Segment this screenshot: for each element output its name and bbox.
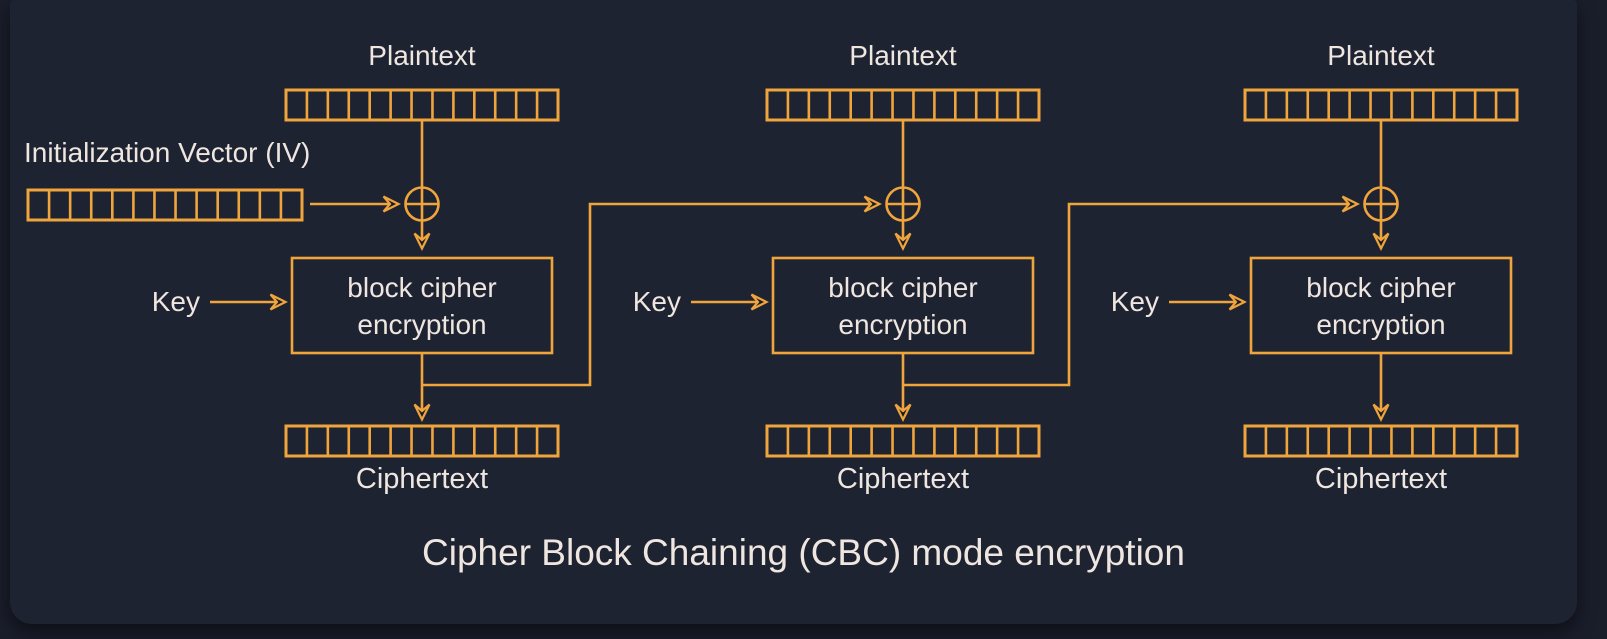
block-cipher-label-line1: block cipher [347,271,497,303]
block-cipher-label-line2: encryption [357,308,487,340]
block-cipher-label-1: block cipher encryption [292,259,552,352]
ciphertext-label-3: Ciphertext [1314,463,1448,495]
ciphertext-label-2: Ciphertext [836,463,970,495]
block-cipher-label-3: block cipher encryption [1251,259,1511,352]
key-label-1: Key [151,286,200,317]
key-label-2: Key [632,286,681,317]
block-cipher-label-line2: encryption [838,308,968,340]
chain-arrow-2-to-3 [903,195,1360,387]
key-label-3: Key [1110,286,1159,317]
diagram-panel [10,0,1577,624]
plaintext-block-3 [1243,88,1519,122]
plaintext-label-1: Plaintext [368,40,476,71]
iv-block [26,188,304,222]
chain-arrow-1-to-2 [422,195,882,387]
diagram-title: Cipher Block Chaining (CBC) mode encrypt… [422,532,1185,573]
plaintext-label-2: Plaintext [849,40,957,71]
ciphertext-label-1: Ciphertext [355,463,489,495]
block-cipher-label-line1: block cipher [828,271,978,303]
iv-label: Initialization Vector (IV) [24,137,311,168]
plaintext-block-2 [765,88,1041,122]
bit-blocks-layer [26,88,1519,458]
ciphertext-block-1 [284,424,560,458]
ciphertext-block-2 [765,424,1041,458]
plaintext-label-3: Plaintext [1327,40,1435,71]
block-cipher-label-2: block cipher encryption [773,259,1033,352]
plaintext-block-1 [284,88,560,122]
block-cipher-label-line2: encryption [1316,308,1446,340]
column-3-wiring [1169,120,1513,422]
ciphertext-block-3 [1243,424,1519,458]
block-cipher-label-line1: block cipher [1306,271,1456,303]
column-1-wiring [210,120,882,422]
column-2-wiring [691,120,1360,422]
